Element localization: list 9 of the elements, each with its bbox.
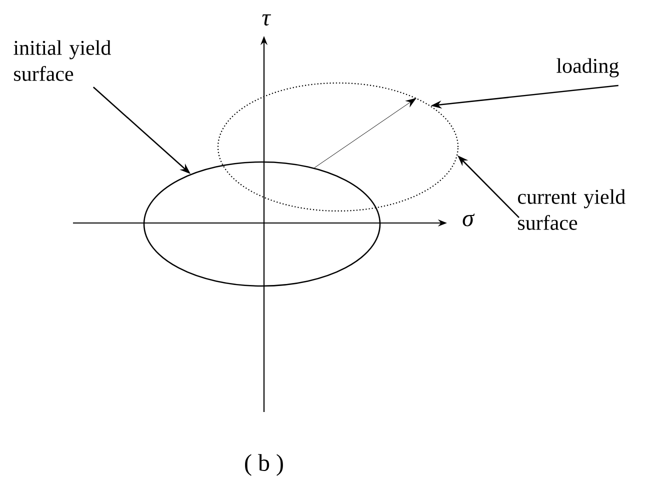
callout-text: loading [556, 58, 619, 78]
caption: ( b ) [245, 454, 283, 476]
callout-text: current yield surface [518, 189, 626, 230]
current-yield-ellipse [217, 82, 459, 212]
vector-arrow [314, 98, 416, 168]
axis-label: τ [262, 14, 272, 26]
axis-label: σ [462, 214, 475, 226]
initial-yield-ellipse [143, 161, 381, 287]
callout-text: initial yield surface [14, 40, 111, 81]
